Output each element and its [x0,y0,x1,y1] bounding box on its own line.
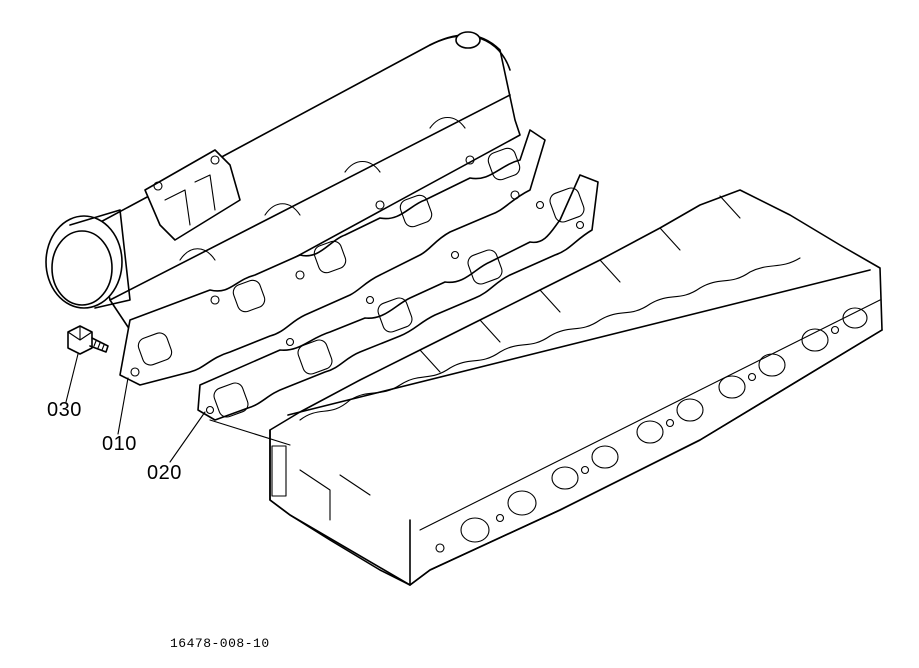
manifold-gasket [197,174,599,421]
drawing-number: 16478-008-10 [170,636,270,651]
cylinder-head [269,189,883,586]
part-label-010: 010 [102,433,137,455]
exhaust-manifold [45,31,546,386]
part-label-030: 030 [47,399,82,421]
leader-lines [65,353,291,463]
part-label-020: 020 [147,462,182,484]
bolt [67,325,109,355]
